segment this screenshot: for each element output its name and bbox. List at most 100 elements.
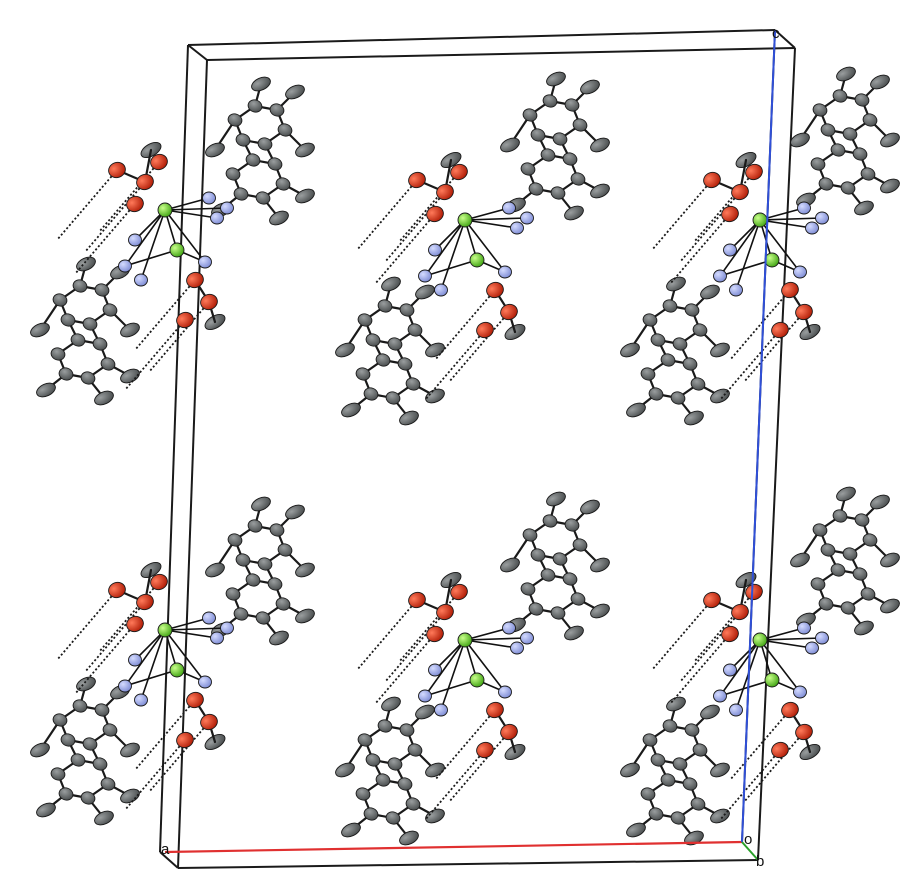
carbon-atom (546, 491, 566, 507)
carbon-atom (295, 562, 315, 578)
coordination-bond (164, 197, 210, 211)
nitrogen-atom (498, 685, 512, 699)
carbon-atom (36, 802, 56, 818)
carbon-atom (880, 132, 900, 148)
carbon-atom (690, 797, 706, 811)
oxygen-atom (426, 625, 444, 643)
carbon-atom (840, 601, 856, 615)
carbon-atom (528, 182, 544, 196)
carbon-atom (790, 552, 810, 568)
carbon-atom (255, 191, 271, 205)
carbon-atom (399, 723, 415, 737)
metal-atom (457, 632, 473, 648)
carbon-atom (407, 323, 423, 337)
metal-atom (169, 242, 185, 258)
nitrogen-atom (723, 243, 737, 257)
carbon-atom (247, 99, 263, 113)
oxygen-atom (176, 311, 194, 329)
carbon-atom (552, 552, 568, 566)
nitrogen-atom (502, 621, 516, 635)
carbon-atom (790, 132, 810, 148)
nitrogen-atom (118, 259, 132, 273)
carbon-atom (626, 402, 646, 418)
oxygen-atom (186, 271, 204, 289)
carbon-atom (381, 276, 401, 292)
carbon-atom (30, 322, 50, 338)
carbon-atom (818, 177, 834, 191)
carbon-atom (710, 808, 730, 824)
carbon-atom (562, 572, 578, 586)
carbon-atom (820, 123, 836, 137)
oxygen-atom (450, 163, 468, 181)
oxygen-atom (200, 293, 218, 311)
carbon-atom (295, 142, 315, 158)
carbon-atom (860, 587, 876, 601)
nitrogen-atom (134, 693, 148, 707)
carbon-atom (830, 143, 846, 157)
coordination-bond (124, 629, 166, 687)
carbon-atom (522, 528, 538, 542)
carbon-atom (355, 787, 371, 801)
nitrogen-atom (815, 631, 829, 645)
carbon-atom (662, 299, 678, 313)
carbon-atom (72, 699, 88, 713)
carbon-atom (660, 353, 676, 367)
hydrogen-bond (651, 599, 713, 671)
carbon-atom (257, 557, 273, 571)
carbon-atom (397, 777, 413, 791)
oxygen-atom (408, 171, 426, 189)
carbon-atom (269, 630, 289, 646)
carbon-atom (233, 187, 249, 201)
carbon-atom (355, 367, 371, 381)
carbon-atom (257, 137, 273, 151)
carbon-atom (520, 162, 536, 176)
nitrogen-atom (128, 653, 142, 667)
carbon-atom (700, 704, 720, 720)
carbon-atom (590, 137, 610, 153)
carbon-atom (102, 723, 118, 737)
nitrogen-atom (428, 663, 442, 677)
carbon-atom (375, 773, 391, 787)
nitrogen-atom (805, 641, 819, 655)
coordination-bond (424, 639, 466, 697)
oxygen-atom (176, 731, 194, 749)
coordination-bond (140, 629, 166, 701)
carbon-atom (710, 388, 730, 404)
carbon-atom (295, 608, 315, 624)
oxygen-atom (426, 205, 444, 223)
carbon-atom (862, 533, 878, 547)
carbon-atom (36, 382, 56, 398)
hydrogen-bond (134, 279, 196, 351)
ligand-molecule (500, 491, 610, 641)
carbon-atom (870, 494, 890, 510)
oxygen-atom (781, 701, 799, 719)
oxygen-atom (721, 625, 739, 643)
carbon-atom (277, 123, 293, 137)
metal-complex (356, 571, 534, 821)
ligand-molecule (335, 696, 445, 846)
carbon-atom (275, 177, 291, 191)
carbon-atom (580, 79, 600, 95)
hydrogen-bond (84, 181, 146, 253)
carbon-atom (387, 337, 403, 351)
carbon-atom (710, 762, 730, 778)
carbon-atom (522, 108, 538, 122)
hydrogen-bond (448, 731, 510, 803)
hydrogen-bond (651, 179, 713, 251)
carbon-atom (60, 733, 76, 747)
nitrogen-atom (434, 283, 448, 297)
carbon-atom (381, 696, 401, 712)
carbon-atom (842, 547, 858, 561)
hydrogen-bond (679, 191, 741, 263)
carbon-atom (666, 696, 686, 712)
nitrogen-atom (220, 201, 234, 215)
carbon-atom (690, 377, 706, 391)
axis-b-line (741, 841, 759, 861)
hydrogen-bond (56, 169, 118, 241)
hydrogen-bond (424, 329, 486, 401)
cell-edge (757, 47, 796, 861)
axis-b-label: b (756, 853, 764, 870)
carbon-atom (70, 333, 86, 347)
carbon-atom (672, 757, 688, 771)
